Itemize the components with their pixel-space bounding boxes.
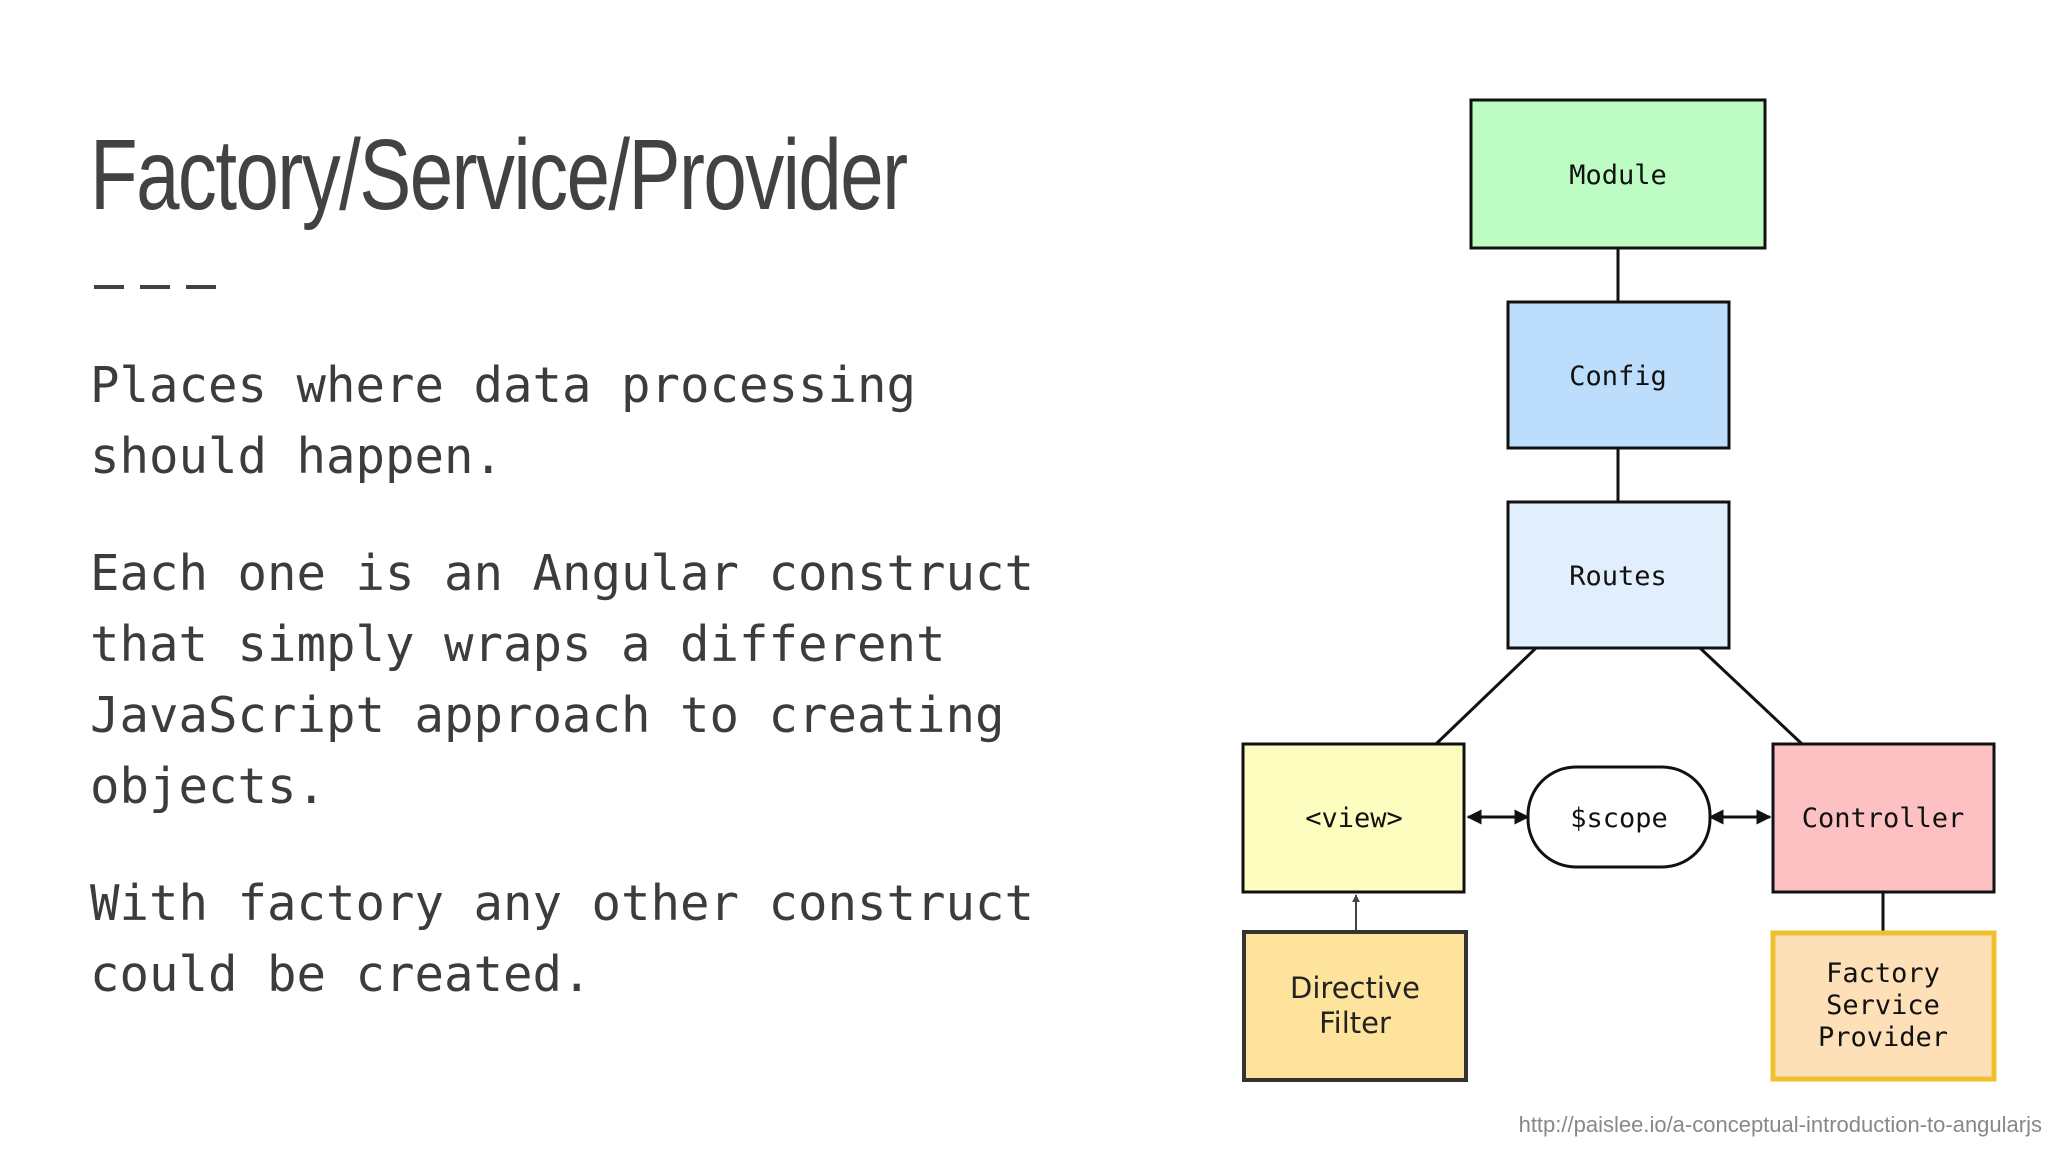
connector-routes-view (1434, 646, 1538, 746)
paragraph-3-line-2: could be created. (90, 946, 592, 1003)
paragraph-3: With factory any other construct could b… (90, 868, 1140, 1010)
connector-routes-controller (1698, 646, 1804, 746)
paragraph-2-line-1: Each one is an Angular construct (90, 545, 1035, 602)
title-divider (94, 285, 216, 289)
controller-node: Controller (1771, 742, 1996, 894)
filter-label: Filter (1319, 1006, 1391, 1040)
paragraph-3-line-1: With factory any other construct (90, 875, 1035, 932)
factory-label: Factory (1826, 958, 1940, 989)
scope-label: $scope (1570, 803, 1668, 834)
routes-label: Routes (1569, 561, 1667, 592)
paragraph-2-line-2: that simply wraps a different (90, 616, 946, 673)
service-label: Service (1826, 990, 1940, 1021)
config-label: Config (1569, 361, 1667, 392)
slide-body: Places where data processing should happ… (90, 350, 1140, 1056)
paragraph-2-line-3: JavaScript approach to creating (90, 687, 1005, 744)
slide-title: Factory/Service/Provider (90, 119, 908, 231)
module-node: Module (1469, 98, 1767, 250)
paragraph-1-line-2: should happen. (90, 428, 504, 485)
module-label: Module (1569, 160, 1667, 191)
config-node: Config (1506, 300, 1731, 450)
source-link[interactable]: http://paislee.io/a-conceptual-introduct… (1518, 1112, 2042, 1137)
provider-label: Provider (1818, 1022, 1948, 1053)
view-node: <view> (1241, 742, 1466, 894)
paragraph-1: Places where data processing should happ… (90, 350, 1140, 492)
directive-filter-node: Directive Filter (1242, 930, 1468, 1082)
controller-label: Controller (1802, 803, 1965, 834)
paragraph-1-line-1: Places where data processing (90, 357, 917, 414)
scope-node: $scope (1526, 765, 1712, 869)
directive-label: Directive (1290, 971, 1420, 1005)
routes-node: Routes (1506, 500, 1731, 650)
paragraph-2: Each one is an Angular construct that si… (90, 538, 1140, 822)
view-label: <view> (1305, 803, 1403, 834)
paragraph-2-line-4: objects. (90, 758, 327, 815)
factory-service-provider-node: Factory Service Provider (1770, 930, 1997, 1082)
